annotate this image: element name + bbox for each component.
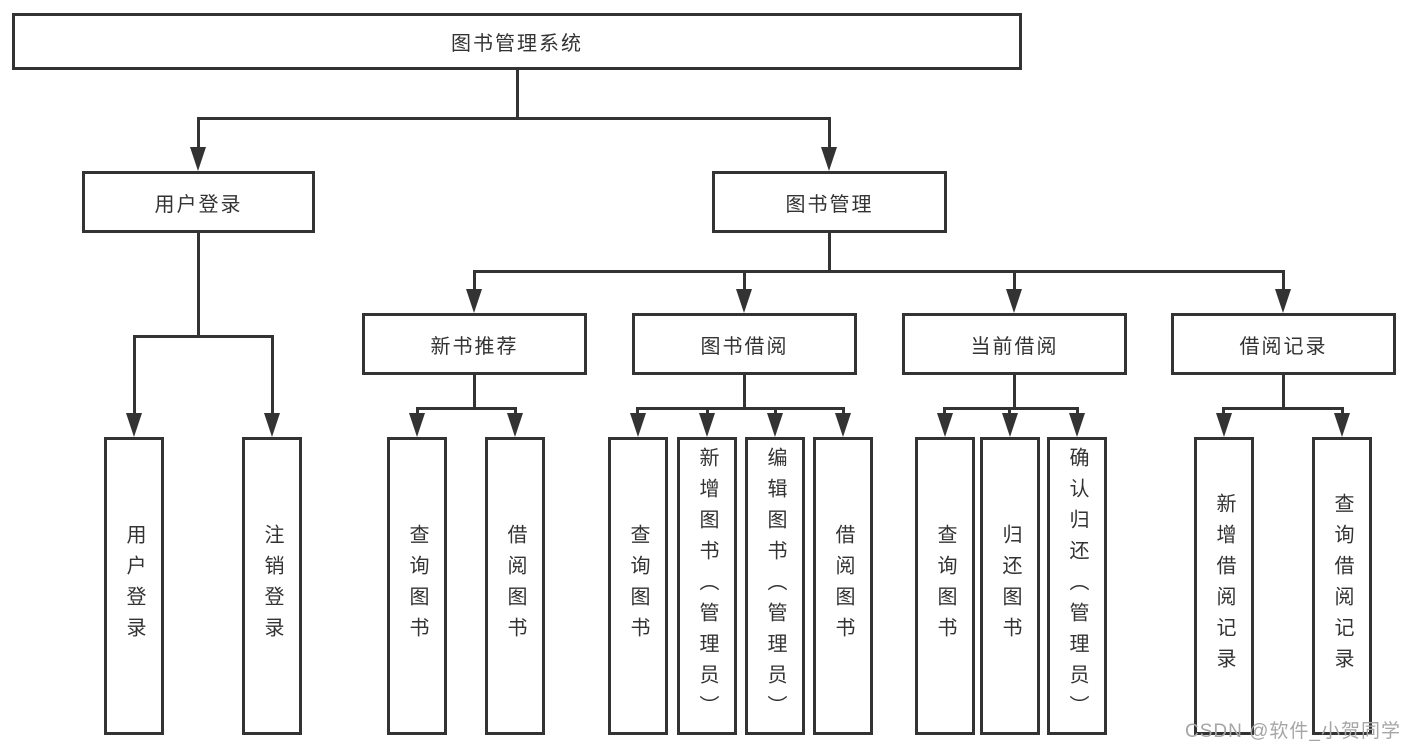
leaf-logout: 注销登录 (242, 437, 302, 735)
leaf-label: 借阅图书 (832, 524, 854, 648)
connector-line (636, 407, 845, 410)
node-book-borrow: 图书借阅 (632, 313, 857, 375)
arrow-down-icon (264, 413, 280, 437)
connector-line (1013, 270, 1016, 292)
arrow-down-icon (190, 147, 206, 171)
arrow-down-icon (937, 413, 953, 437)
node-current-borrow: 当前借阅 (902, 313, 1127, 375)
connector-line (943, 407, 1079, 410)
arrow-down-icon (821, 147, 837, 171)
connector-line (1013, 375, 1016, 410)
arrow-down-icon (1275, 289, 1291, 313)
connector-line (743, 375, 746, 410)
node-user-login-label: 用户登录 (154, 193, 243, 216)
connector-line (197, 117, 831, 120)
connector-line (473, 270, 1285, 273)
csdn-watermark: CSDN @软件_小贺同学 (1185, 721, 1401, 742)
connector-line (1076, 407, 1079, 417)
connector-line (1222, 407, 1225, 417)
arrow-down-icon (1002, 413, 1018, 437)
leaf-confirm-return-admin: 确认归还（管理员） (1047, 437, 1107, 735)
leaf-add-book-admin: 新增图书（管理员） (677, 437, 737, 735)
arrow-down-icon (1334, 413, 1350, 437)
leaf-label: 编辑图书（管理员） (764, 446, 786, 726)
connector-line (197, 233, 200, 338)
connector-line (271, 335, 274, 417)
connector-line (416, 407, 517, 410)
leaf-label: 借阅图书 (504, 524, 526, 648)
node-book-management: 图书管理 (712, 171, 947, 233)
arrow-down-icon (1216, 413, 1232, 437)
leaf-query-book-recommend: 查询图书 (387, 437, 447, 735)
connector-line (197, 117, 200, 150)
node-borrow-record-label: 借阅记录 (1239, 335, 1328, 358)
connector-line (636, 407, 639, 417)
node-user-login: 用户登录 (82, 171, 315, 233)
arrow-down-icon (466, 289, 482, 313)
leaf-label: 注销登录 (261, 524, 283, 648)
arrow-down-icon (630, 413, 646, 437)
connector-line (1341, 407, 1344, 417)
arrow-down-icon (126, 413, 142, 437)
leaf-label: 确认归还（管理员） (1066, 446, 1088, 726)
leaf-add-borrow-record: 新增借阅记录 (1194, 437, 1254, 735)
leaf-label: 用户登录 (123, 524, 145, 648)
node-new-book-recommend-label: 新书推荐 (430, 335, 519, 358)
arrow-down-icon (736, 289, 752, 313)
arrow-down-icon (409, 413, 425, 437)
connector-line (133, 335, 274, 338)
leaf-return-book: 归还图书 (980, 437, 1040, 735)
connector-line (514, 407, 517, 417)
connector-line (416, 407, 419, 417)
node-book-management-label: 图书管理 (785, 193, 874, 216)
leaf-query-book-borrow: 查询图书 (608, 437, 668, 735)
node-root: 图书管理系统 (12, 13, 1022, 70)
connector-line (1282, 375, 1285, 410)
connector-line (473, 270, 476, 292)
connector-line (473, 375, 476, 410)
arrow-down-icon (767, 413, 783, 437)
connector-line (828, 233, 831, 273)
connector-line (516, 70, 519, 118)
leaf-label: 查询图书 (406, 524, 428, 648)
node-borrow-record: 借阅记录 (1171, 313, 1396, 375)
leaf-label: 新增借阅记录 (1213, 493, 1235, 679)
connector-line (943, 407, 946, 417)
leaf-label: 查询借阅记录 (1331, 493, 1353, 679)
node-new-book-recommend: 新书推荐 (362, 313, 587, 375)
connector-line (842, 407, 845, 417)
leaf-label: 查询图书 (627, 524, 649, 648)
arrow-down-icon (1069, 413, 1085, 437)
arrow-down-icon (835, 413, 851, 437)
node-book-borrow-label: 图书借阅 (700, 335, 789, 358)
connector-line (1222, 407, 1344, 410)
leaf-borrow-book: 借阅图书 (813, 437, 873, 735)
connector-line (133, 335, 136, 417)
connector-line (1282, 270, 1285, 292)
leaf-query-borrow-record: 查询借阅记录 (1312, 437, 1372, 735)
node-root-label: 图书管理系统 (451, 33, 583, 55)
leaf-user-login: 用户登录 (104, 437, 164, 735)
connector-line (1008, 407, 1011, 417)
leaf-label: 查询图书 (934, 524, 956, 648)
leaf-edit-book-admin: 编辑图书（管理员） (745, 437, 805, 735)
arrow-down-icon (1006, 289, 1022, 313)
leaf-query-book-current: 查询图书 (915, 437, 975, 735)
leaf-label: 归还图书 (999, 524, 1021, 648)
leaf-borrow-book-recommend: 借阅图书 (485, 437, 545, 735)
connector-line (774, 407, 777, 417)
arrow-down-icon (699, 413, 715, 437)
connector-line (743, 270, 746, 292)
connector-line (706, 407, 709, 417)
leaf-label: 新增图书（管理员） (696, 446, 718, 726)
node-current-borrow-label: 当前借阅 (970, 335, 1059, 358)
arrow-down-icon (507, 413, 523, 437)
connector-line (828, 117, 831, 150)
